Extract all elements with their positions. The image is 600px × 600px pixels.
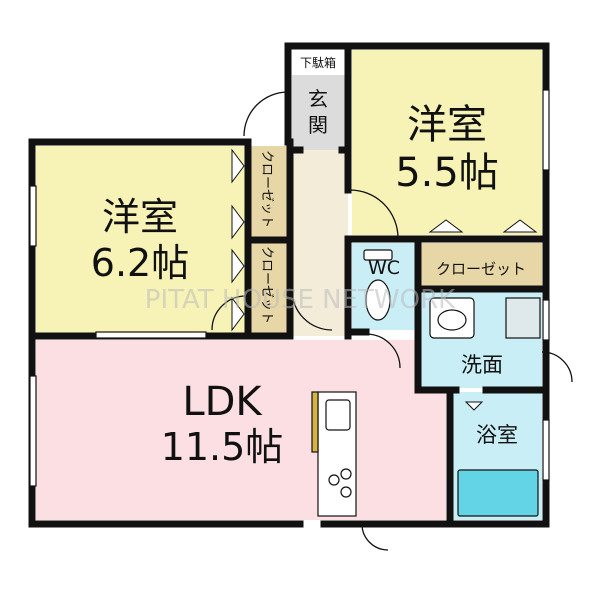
door-leftroom: [211, 295, 247, 331]
closet-left-lower-label: クローゼット: [259, 246, 274, 324]
stove-burner-3: [340, 486, 352, 498]
wc-label: WC: [368, 257, 400, 279]
toilet-bowl: [365, 279, 391, 321]
range-hood: [311, 391, 319, 453]
entrance-label-2: 関: [308, 113, 328, 137]
doors: [211, 91, 573, 551]
right-room-size: 5.5帖: [395, 150, 499, 196]
left-room-size: 6.2帖: [91, 241, 189, 285]
western-room-left-fill: [36, 146, 248, 336]
door-balcony: [361, 523, 389, 551]
closet-right-label: クローゼット: [436, 260, 526, 278]
door-entrance: [243, 91, 289, 137]
closet-right-fill: [420, 243, 542, 287]
closet-hinges: [231, 148, 538, 411]
closet-left-upper-label: クローゼット: [259, 150, 274, 228]
closet-left-upper-fill: [248, 146, 288, 238]
window-left-room: [29, 185, 37, 247]
toilet-tank: [363, 249, 393, 261]
bathtub: [457, 469, 539, 517]
stove-burner-1: [328, 474, 340, 486]
windows: [29, 89, 550, 487]
room-fills: [36, 50, 542, 520]
watermark: PITAT HOUSE NETWORK: [145, 285, 456, 315]
hallway-fill: [292, 150, 348, 336]
shoe-box-fill: [292, 50, 348, 75]
wash-basin-bowl: [437, 309, 467, 331]
fixtures: [311, 249, 541, 517]
door-wc: [365, 333, 401, 369]
entrance-fill: [292, 75, 348, 150]
door-rightroom: [349, 189, 399, 239]
stove-burner-2: [340, 468, 352, 480]
bathroom-label: 浴室: [476, 423, 518, 447]
door-wash: [541, 351, 573, 383]
window-ldk-left: [29, 375, 37, 487]
right-room-name: 洋室: [407, 102, 487, 148]
ldk-fill: [36, 340, 446, 520]
shoe-box-label: 下駄箱: [300, 55, 336, 70]
kitchen-sink: [325, 399, 351, 431]
walls: [28, 42, 550, 528]
left-room-name: 洋室: [102, 195, 178, 239]
ldk-name: LDK: [182, 379, 263, 425]
window-bath: [542, 419, 550, 481]
washing-machine: [505, 297, 541, 339]
labels: 洋室 6.2帖 洋室 5.5帖 LDK 11.5帖 下駄箱 玄 関 WC クロー…: [91, 55, 526, 469]
entrance-label-1: 玄: [308, 87, 328, 111]
washroom-label: 洗面: [461, 353, 503, 377]
door-hall-ldk: [291, 289, 333, 331]
window-right-room: [542, 89, 550, 171]
window-wash: [542, 299, 550, 341]
ldk-size: 11.5帖: [161, 425, 284, 469]
window-left-room-bottom: [95, 331, 207, 339]
closet-left-lower-fill: [248, 242, 288, 336]
